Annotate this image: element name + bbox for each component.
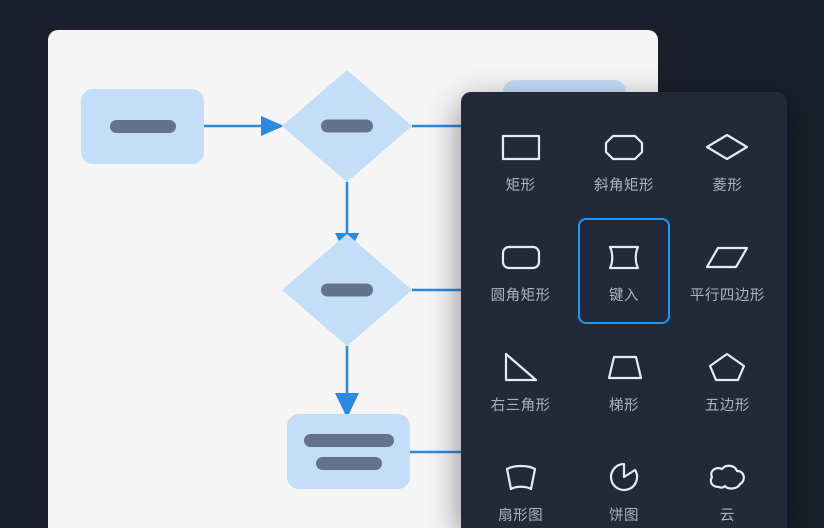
arrowhead-start-to-decision1 (261, 116, 284, 136)
shape-tile-label: 斜角矩形 (593, 177, 654, 194)
shape-tile-label: 扇形图 (498, 507, 544, 524)
parallelogram-icon (706, 246, 749, 268)
shape-tile-label: 平行四边形 (689, 287, 765, 304)
shape-tile-rectangle[interactable]: 矩形 (475, 108, 566, 214)
node-label-pill (303, 433, 394, 447)
shape-tile-sector[interactable]: 扇形图 (475, 438, 566, 528)
shape-picker-panel[interactable]: 矩形 斜角矩形 菱形 圆角矩形 (461, 92, 787, 528)
node-label-pill (109, 120, 176, 133)
rounded-rectangle-icon (501, 245, 540, 269)
shape-tile-trapezoid[interactable]: 梯形 (578, 328, 669, 434)
diamond-icon (706, 133, 749, 160)
shape-tile-label: 圆角矩形 (490, 287, 551, 304)
shape-tile-label: 饼图 (608, 507, 639, 524)
shape-tile-label: 云 (719, 507, 735, 524)
shape-tile-label: 梯形 (608, 397, 639, 414)
trapezoid-icon (607, 355, 643, 379)
flow-node-decision-1[interactable] (282, 70, 412, 182)
shape-tile-chamfered-rectangle[interactable]: 斜角矩形 (578, 108, 669, 214)
shape-tile-manual-input[interactable]: 键入 (578, 218, 670, 324)
shape-grid: 矩形 斜角矩形 菱形 圆角矩形 (469, 106, 779, 528)
node-label-pill (315, 456, 382, 470)
chamfered-rectangle-icon (604, 134, 644, 160)
flow-node-process[interactable] (287, 414, 410, 489)
shape-tile-label: 右三角形 (490, 397, 551, 414)
connector-layer (204, 116, 488, 454)
shape-tile-label: 菱形 (712, 177, 743, 194)
shape-tile-parallelogram[interactable]: 平行四边形 (682, 218, 773, 324)
node-label-pill (321, 283, 373, 297)
shape-tile-pentagon[interactable]: 五边形 (682, 328, 773, 434)
cloud-icon (710, 464, 746, 490)
node-label-pill (321, 119, 373, 133)
rectangle-icon (501, 134, 540, 160)
shape-tile-diamond[interactable]: 菱形 (682, 108, 773, 214)
flow-node-decision-2[interactable] (282, 234, 412, 346)
pentagon-icon (709, 352, 746, 381)
manual-input-icon (608, 245, 640, 269)
flow-node-start[interactable] (81, 89, 204, 164)
sector-icon (505, 464, 536, 490)
shape-tile-right-triangle[interactable]: 右三角形 (475, 328, 566, 434)
pie-chart-icon (609, 462, 639, 491)
shape-tile-label: 五边形 (704, 397, 750, 414)
shape-tile-pie-chart[interactable]: 饼图 (578, 438, 669, 528)
shape-tile-cloud[interactable]: 云 (682, 438, 773, 528)
shape-tile-rounded-rectangle[interactable]: 圆角矩形 (475, 218, 566, 324)
shape-tile-label: 矩形 (505, 177, 536, 194)
right-triangle-icon (504, 352, 537, 381)
shape-tile-label: 键入 (608, 287, 639, 304)
arrowhead-decision2-to-process (335, 393, 359, 418)
